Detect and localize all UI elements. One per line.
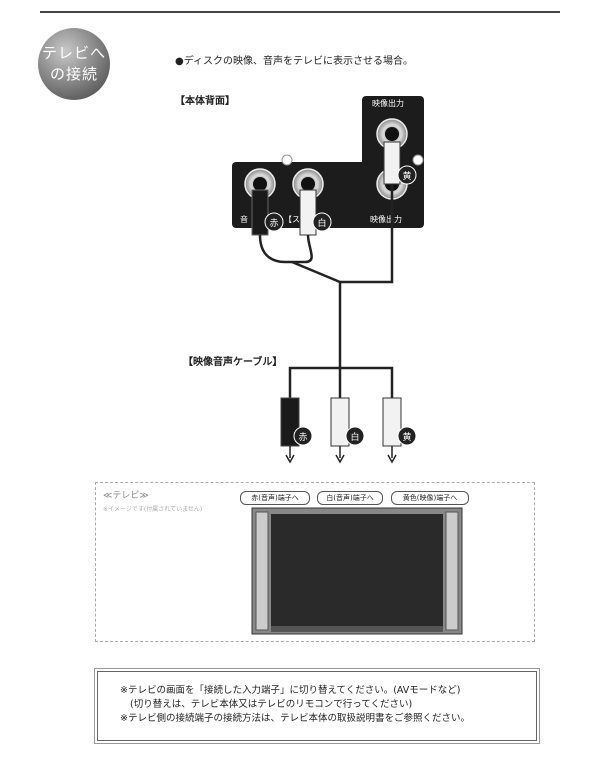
red-marker	[293, 426, 313, 446]
jack-hole	[385, 127, 399, 141]
tv-frame	[95, 482, 535, 642]
yellow-marker-top	[397, 165, 417, 185]
red-marker-text: 赤	[298, 432, 307, 443]
yellow-marker-text: 黄	[402, 431, 411, 443]
down-arrow-icon	[285, 446, 295, 464]
audio-out-fragment: 音	[240, 214, 248, 224]
audio-tag: ス	[292, 215, 300, 224]
note-line-1: ※テレビの画面を「接続した入力端子」に切り替えてください。(AVモードなど)	[120, 685, 461, 696]
note-line-2: (切り替えは、テレビ本体又はテレビのリモコンで行ってください)	[130, 699, 413, 710]
panel-lower	[232, 162, 424, 228]
white-marker-top	[312, 212, 332, 232]
red-plug-top	[251, 189, 269, 236]
screw-icon	[412, 154, 424, 166]
red-marker-top-text: 赤	[269, 218, 278, 229]
cable-video-join	[340, 184, 394, 284]
badge-line1: テレビへ	[41, 44, 106, 62]
white-marker	[345, 426, 365, 446]
white-marker-text: 白	[350, 431, 359, 443]
cable-audio-join	[291, 260, 341, 284]
tv-speaker-left	[255, 511, 269, 631]
jack-hole	[301, 177, 315, 191]
badge-line2: の接続	[49, 65, 98, 83]
tv-label: ≪テレビ≫	[103, 491, 149, 501]
rear-panel-label: 【本体背面】	[175, 96, 235, 107]
tag-red-audio: 赤(音声)端子へ	[240, 491, 310, 505]
top-plugs: 赤 白 黄	[251, 141, 417, 236]
tag-white-audio: 白(音声)端子へ	[317, 491, 383, 505]
cable-red-branch	[288, 366, 340, 400]
notes-box: ※テレビの画面を「接続した入力端子」に切り替えてください。(AVモードなど) (…	[97, 671, 537, 741]
yellow-marker-top-text: 黄	[402, 170, 411, 182]
tv-illustration	[251, 507, 463, 635]
tv-speaker-right	[445, 511, 459, 631]
audio-bracket: 【	[284, 215, 292, 224]
white-plug-top	[299, 189, 317, 236]
jack-hole	[253, 177, 267, 191]
video-out-bottom-label: 映像出力	[370, 214, 402, 224]
cables	[258, 184, 394, 400]
down-arrow-icon	[335, 446, 345, 464]
video-out-top-label: 映像出力	[372, 98, 404, 108]
tag-yellow-video: 黄色(映像)端子へ	[391, 491, 469, 505]
tv-bezel	[271, 626, 443, 632]
cable-audio-loop	[258, 234, 313, 264]
note-line-3: ※テレビ側の接続端子の接続方法は、テレビ本体の取扱説明書をご参照ください。	[120, 713, 470, 724]
tv-note: ※イメージです(付属されていません)	[103, 506, 203, 513]
intro-text: ●ディスクの映像、音声をテレビに表示させる場合。	[175, 56, 414, 67]
cable-yellow-branch	[340, 366, 394, 398]
screw-icon	[281, 154, 293, 166]
red-marker-top	[264, 212, 284, 232]
section-badge: テレビへ の接続	[38, 28, 110, 100]
yellow-marker	[397, 426, 417, 446]
cable-label: 【映像音声ケーブル】	[183, 357, 283, 368]
bottom-plugs: 赤 白 黄	[280, 397, 417, 464]
top-rule	[40, 11, 560, 13]
tv-screen	[271, 514, 443, 626]
white-marker-top-text: 白	[317, 217, 326, 229]
yellow-plug-top	[383, 141, 401, 185]
down-arrow-icon	[387, 446, 397, 464]
